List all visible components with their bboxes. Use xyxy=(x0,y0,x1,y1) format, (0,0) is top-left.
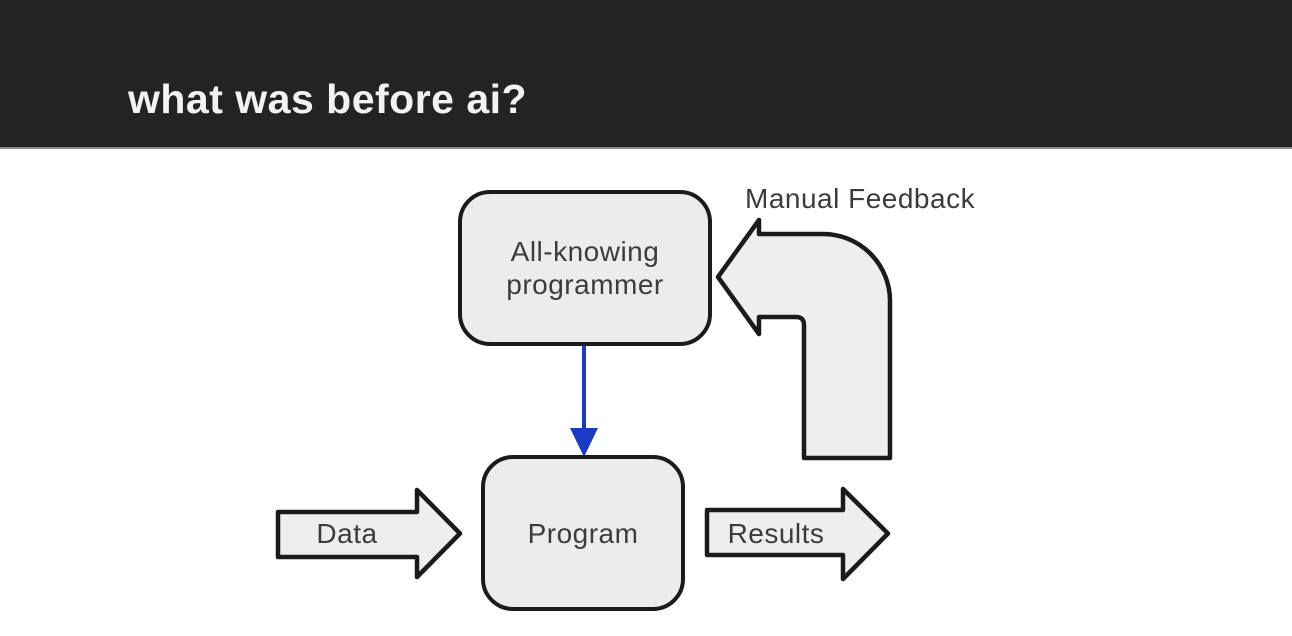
slide-title: what was before ai? xyxy=(128,76,528,122)
programmer-box-label-line2: programmer xyxy=(506,269,663,300)
diagram-canvas: Manual Feedback All-knowing programmer P… xyxy=(275,183,976,611)
data-arrow-label: Data xyxy=(316,518,377,549)
results-arrow-shape xyxy=(704,486,891,582)
program-box-label: Program xyxy=(528,518,639,549)
slide-header: what was before ai? xyxy=(0,0,1292,149)
program-box-shape xyxy=(481,455,685,611)
programmer-box-label-line1: All-knowing xyxy=(511,236,660,267)
manual-feedback-label: Manual Feedback xyxy=(745,183,976,214)
programmer-to-program-connector-arrowhead xyxy=(570,428,598,457)
programmer-box-shape xyxy=(458,190,712,346)
results-arrow-label: Results xyxy=(728,518,825,549)
data-arrow-shape xyxy=(275,487,463,580)
manual-feedback-arrow-shape xyxy=(715,217,893,461)
